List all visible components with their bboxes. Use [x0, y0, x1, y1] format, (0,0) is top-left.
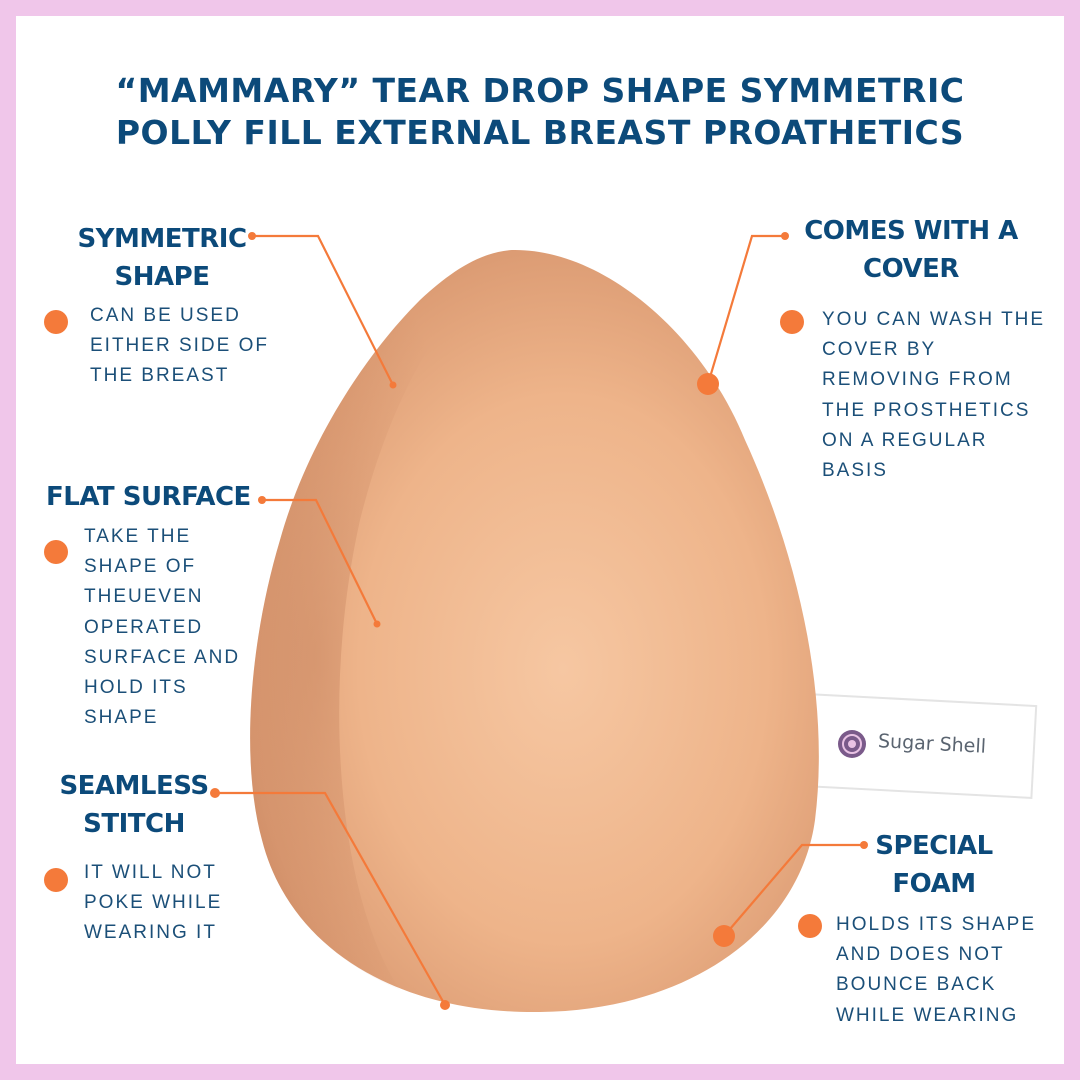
comes-with-cover-heading: COMES WITH A COVER: [804, 216, 1018, 284]
special-foam-description: HOLDS ITS SHAPE AND DOES NOT BOUNCE BACK…: [836, 914, 1036, 1026]
symmetric-bullet: [44, 310, 68, 334]
swirl-logo-icon: [838, 730, 866, 758]
flat-surface-bullet: [44, 540, 68, 564]
product-label-tag: [808, 693, 1038, 799]
special-foam-bullet: [798, 914, 822, 938]
symmetric-shape-description: CAN BE USED EITHER SIDE OF THE BREAST: [90, 305, 269, 387]
flat-surface-heading: FLAT SURFACE: [46, 482, 251, 512]
symmetric-shape-heading: SYMMETRIC SHAPE: [77, 224, 247, 292]
cover-bullet: [780, 310, 804, 334]
title-line-1: “MAMMARY” TEAR DROP SHAPE SYMMETRIC: [115, 71, 965, 110]
seamless-stitch-description: IT WILL NOT POKE WHILE WEARING IT: [84, 862, 223, 944]
title-line-2: POLLY FILL EXTERNAL BREAST PROATHETICS: [115, 113, 965, 152]
special-foam-heading: SPECIAL FOAM: [875, 831, 993, 899]
teardrop-prosthesis: [250, 249, 819, 1013]
seamless-stitch-heading: SEAMLESS STITCH: [59, 771, 209, 839]
page-title: “MAMMARY” TEAR DROP SHAPE SYMMETRIC POLL…: [0, 70, 1080, 154]
seamless-stitch-bullet: [44, 868, 68, 892]
cover-description: YOU CAN WASH THE COVER BY REMOVING FROM …: [822, 309, 1046, 482]
flat-surface-description: TAKE THE SHAPE OF THEUEVEN OPERATED SURF…: [84, 526, 241, 729]
